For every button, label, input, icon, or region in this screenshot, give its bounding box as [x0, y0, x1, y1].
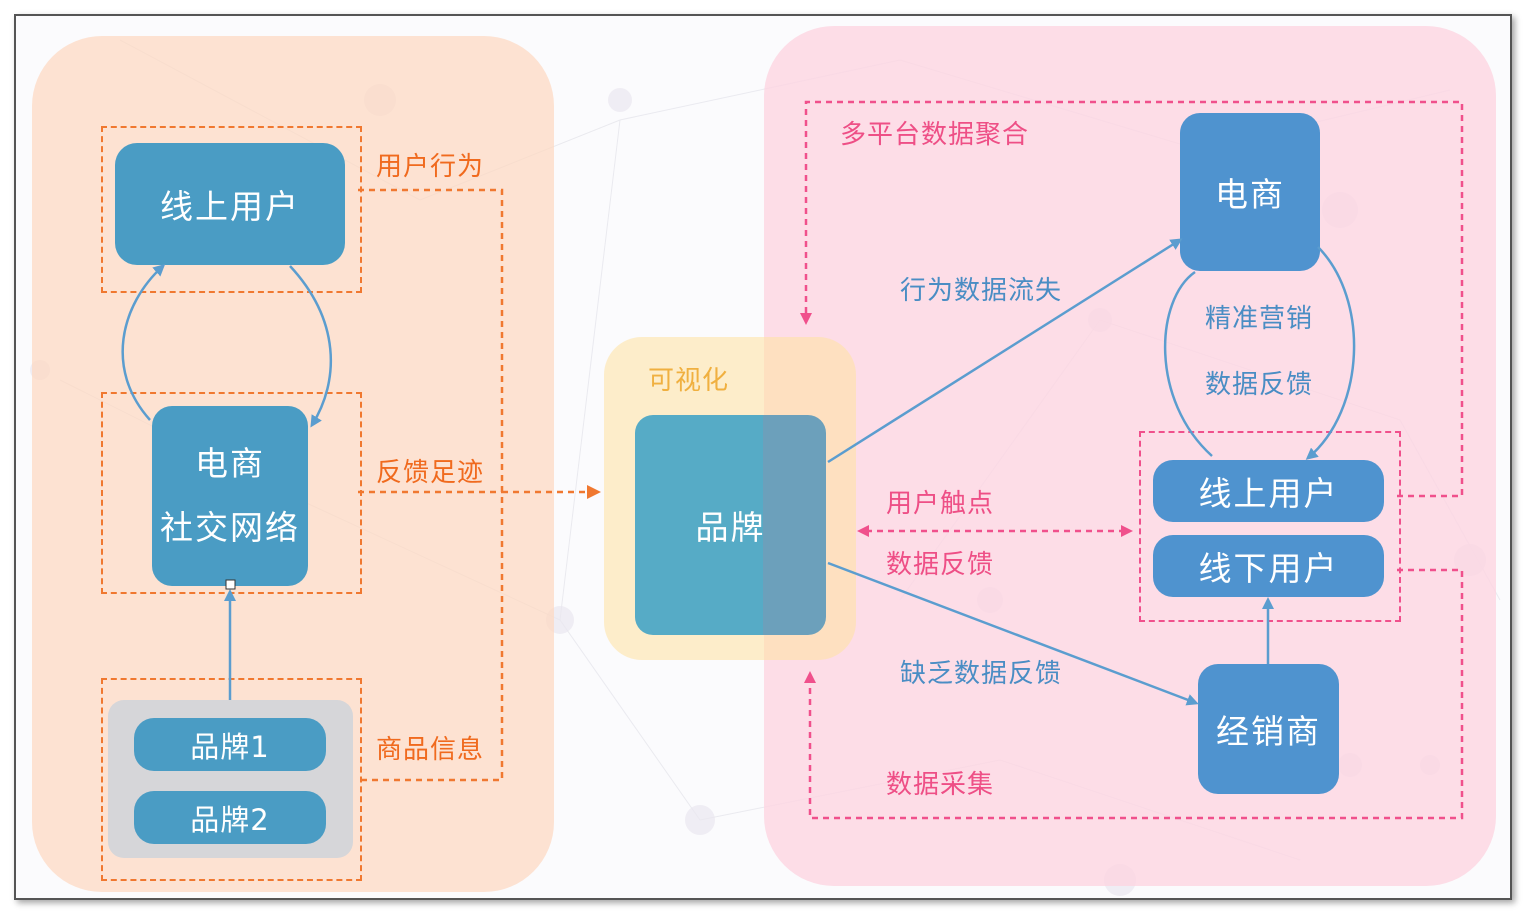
ecom-social-line1: 电商 [195, 444, 265, 483]
ecommerce-label: 电商 [1215, 175, 1285, 214]
label-user-behavior: 用户行为 [376, 152, 485, 182]
online-user-label: 线上用户 [160, 187, 300, 226]
ecom-social-line2: 社交网络 [160, 508, 300, 547]
data-feedback-label: 数据反馈 [886, 550, 995, 580]
ecom-social-box: 电商 社交网络 [152, 406, 308, 586]
brand-to-dealer [827, 561, 1199, 706]
lack-data-feedback-label: 缺乏数据反馈 [900, 659, 1063, 689]
dealer-box: 经销商 [1198, 664, 1339, 794]
brand2-box: 品牌2 [134, 791, 326, 844]
online-user-box: 线上用户 [115, 143, 345, 265]
behavior-data-loss-label: 行为数据流失 [900, 276, 1063, 306]
brand1-box: 品牌1 [134, 718, 326, 771]
brand2-label: 品牌2 [190, 802, 270, 837]
brand-to-ecom [827, 238, 1183, 464]
brand-label: 品牌 [695, 508, 766, 547]
label-feedback-trace: 反馈足迹 [376, 458, 485, 488]
ecom-loop-right [1305, 246, 1356, 460]
users-frame [1139, 431, 1401, 622]
ecommerce-box: 电商 [1180, 113, 1320, 271]
online-user-right-box: 线上用户 [1153, 460, 1384, 522]
data-collection-label: 数据采集 [886, 770, 995, 800]
ecom-loop-left [1164, 270, 1213, 457]
visualization-label: 可视化 [648, 366, 730, 396]
online-user-right-label: 线上用户 [1198, 474, 1339, 513]
label-product-info: 商品信息 [376, 735, 485, 765]
dealer-label: 经销商 [1216, 712, 1321, 751]
brand-box: 品牌 [635, 415, 826, 635]
brand1-label: 品牌1 [190, 729, 270, 764]
data-feedback-loop-label: 数据反馈 [1205, 370, 1314, 400]
online-user-frame [101, 126, 362, 293]
offline-user-label: 线下用户 [1198, 549, 1339, 588]
multi-platform-label: 多平台数据聚合 [840, 120, 1030, 150]
arc-down [289, 265, 333, 428]
right-panel [764, 26, 1496, 886]
user-touchpoint-label: 用户触点 [886, 489, 995, 519]
arc-up [121, 263, 166, 421]
precision-marketing-label: 精准营销 [1205, 304, 1314, 334]
offline-user-box: 线下用户 [1153, 535, 1384, 597]
